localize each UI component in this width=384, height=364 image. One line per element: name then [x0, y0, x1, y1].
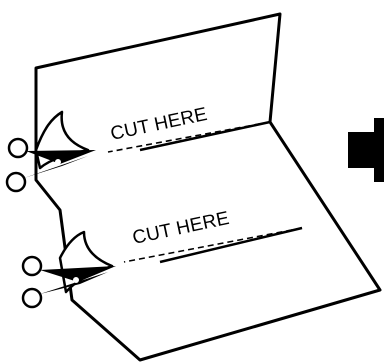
arrow-right-icon — [348, 118, 384, 182]
folded-paper — [36, 14, 380, 360]
